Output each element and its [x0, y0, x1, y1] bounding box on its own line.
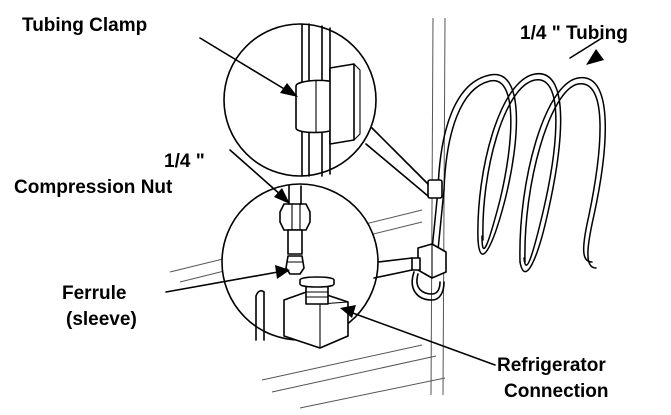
clamp-detail-circle — [223, 23, 429, 197]
label-tubing-size: 1/4 " Tubing — [520, 23, 628, 44]
label-ferrule-alt: (sleeve) — [66, 309, 137, 330]
label-ferrule: Ferrule — [62, 283, 127, 304]
label-tubing-clamp: Tubing Clamp — [22, 15, 148, 36]
pointer-arrows — [165, 37, 604, 366]
label-connection: Connection — [504, 381, 609, 402]
label-nut-size: 1/4 " — [164, 151, 205, 172]
panel-valve — [411, 243, 447, 301]
coiled-tubing — [429, 73, 606, 273]
label-refrigerator: Refrigerator — [497, 355, 606, 376]
panel-tubing-clamp — [427, 179, 443, 199]
label-compression-nut: Compression Nut — [14, 177, 173, 198]
valve-detail-circle — [221, 183, 413, 349]
